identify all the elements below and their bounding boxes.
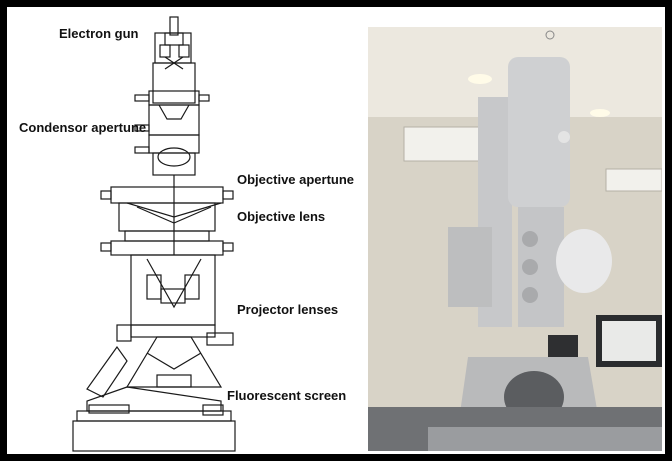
- label-objective-aperture: Objective apertune: [237, 172, 355, 187]
- viewing-chamber-drawing: [86, 336, 223, 412]
- label-projector-lenses: Projector lenses: [237, 302, 339, 317]
- base-drawing: [72, 404, 236, 452]
- electron-gun-drawing: [154, 16, 192, 70]
- label-condensor-aperture: Condensor apertune: [19, 120, 147, 135]
- tem-schematic-drawing: [72, 16, 236, 452]
- upper-column-drawing: [134, 62, 210, 176]
- tem-photograph: [368, 27, 662, 451]
- figure-frame: Electron gun Condensor apertune Objectiv…: [7, 7, 665, 454]
- tem-schematic: Electron gun Condensor apertune Objectiv…: [7, 7, 357, 454]
- projector-lenses-drawing: [116, 254, 234, 346]
- label-electron-gun: Electron gun: [59, 26, 139, 41]
- tem-photo-drawing: [368, 27, 662, 451]
- label-objective-lens: Objective lens: [237, 209, 326, 224]
- objective-block-drawing: [100, 175, 234, 256]
- label-fluorescent-screen: Fluorescent screen: [227, 388, 347, 403]
